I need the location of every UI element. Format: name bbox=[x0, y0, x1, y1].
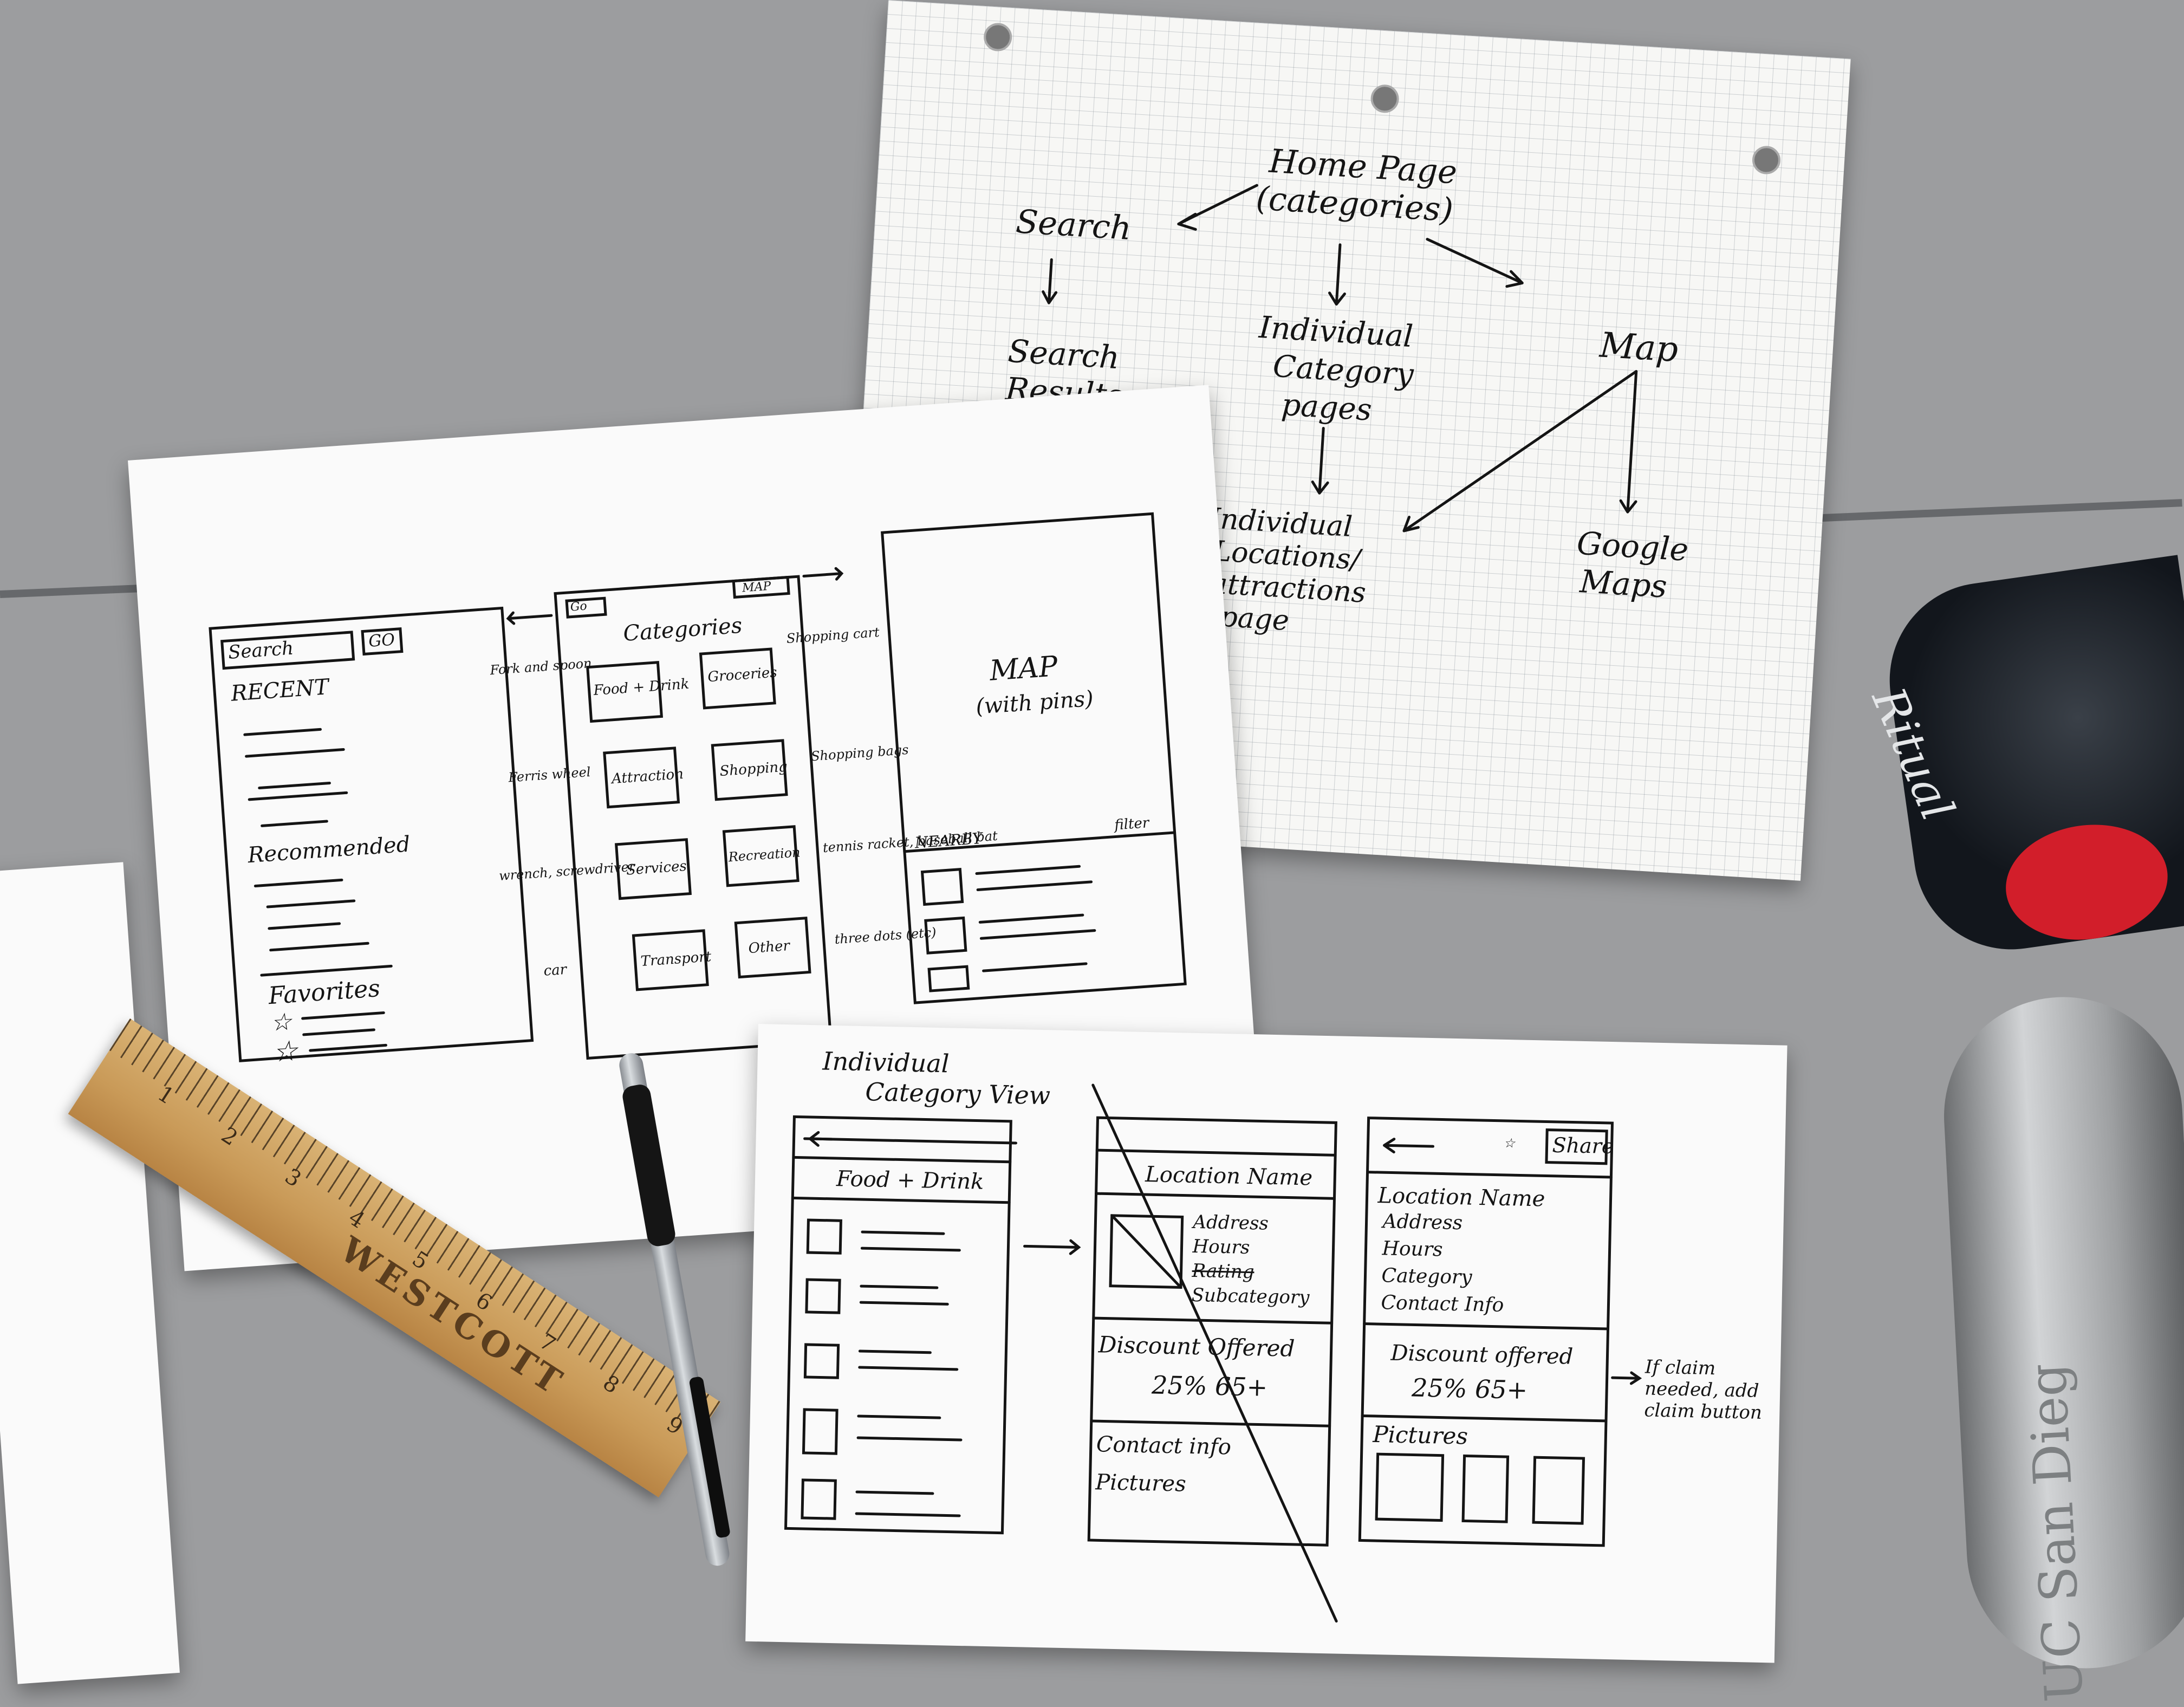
star-icon: ☆ bbox=[269, 1008, 293, 1037]
rating-field: Rating bbox=[1192, 1260, 1254, 1283]
location-name: Location Name bbox=[1145, 1162, 1313, 1191]
tin-text: UC San Dieg bbox=[2016, 1361, 2095, 1704]
map-label: MAP bbox=[988, 650, 1059, 687]
category-view-sheet: Individual Category View Food + Drink Lo… bbox=[745, 1024, 1787, 1663]
final-discount: Discount offered bbox=[1390, 1340, 1574, 1370]
discount-heading: Discount Offered bbox=[1098, 1331, 1295, 1362]
sitemap-grid-sheet: Home Page (categories) Search Search Res… bbox=[838, 0, 1851, 881]
final-hours: Hours bbox=[1382, 1237, 1443, 1261]
category-view-frames bbox=[784, 1083, 1642, 1623]
categories-map-button: MAP bbox=[742, 579, 772, 595]
final-address: Address bbox=[1382, 1210, 1463, 1235]
wireframe-frames bbox=[209, 512, 1187, 1062]
hours-field: Hours bbox=[1192, 1235, 1250, 1259]
claim-note: If claim bbox=[1644, 1356, 1716, 1380]
can-brand: Ritual bbox=[1862, 680, 1965, 828]
final-pictures: Pictures bbox=[1372, 1420, 1468, 1450]
partial-paper-sheet bbox=[0, 862, 180, 1684]
category-tile: Other bbox=[748, 937, 790, 957]
list-title: Food + Drink bbox=[836, 1166, 984, 1195]
category-view-heading: Category View bbox=[864, 1077, 1051, 1111]
subcategory-field: Subcategory bbox=[1191, 1284, 1310, 1309]
pictures-heading: Pictures bbox=[1095, 1470, 1187, 1497]
metal-pencil-tin: UC San Dieg bbox=[1938, 991, 2184, 1704]
star-icon: ☆ bbox=[271, 1034, 299, 1069]
discount-value: 25% 65+ bbox=[1151, 1370, 1268, 1402]
address-field: Address bbox=[1193, 1211, 1269, 1235]
wireframe-sheet: Search GO RECENT Recommended Favorites ☆… bbox=[128, 385, 1265, 1271]
filter-link: filter bbox=[1114, 815, 1150, 834]
claim-note: claim button bbox=[1643, 1399, 1763, 1424]
final-contact: Contact Info bbox=[1381, 1291, 1504, 1316]
final-category: Category bbox=[1381, 1264, 1472, 1289]
tile-note: car bbox=[543, 961, 568, 979]
sitemap-arrows bbox=[1042, 184, 1638, 533]
final-location-name: Location Name bbox=[1377, 1183, 1545, 1212]
category-view-heading: Individual bbox=[822, 1046, 950, 1079]
share-button: Share bbox=[1552, 1133, 1614, 1159]
contact-info: Contact info bbox=[1096, 1432, 1232, 1460]
star-icon: ☆ bbox=[1503, 1135, 1516, 1151]
final-discount-value: 25% 65+ bbox=[1411, 1373, 1528, 1405]
go-button: GO bbox=[368, 630, 396, 651]
can-red-logo bbox=[1998, 814, 2175, 950]
categories-go-button: Go bbox=[570, 599, 588, 614]
claim-note: needed, add bbox=[1644, 1378, 1759, 1402]
energy-drink-can: Ritual bbox=[1862, 555, 2184, 962]
